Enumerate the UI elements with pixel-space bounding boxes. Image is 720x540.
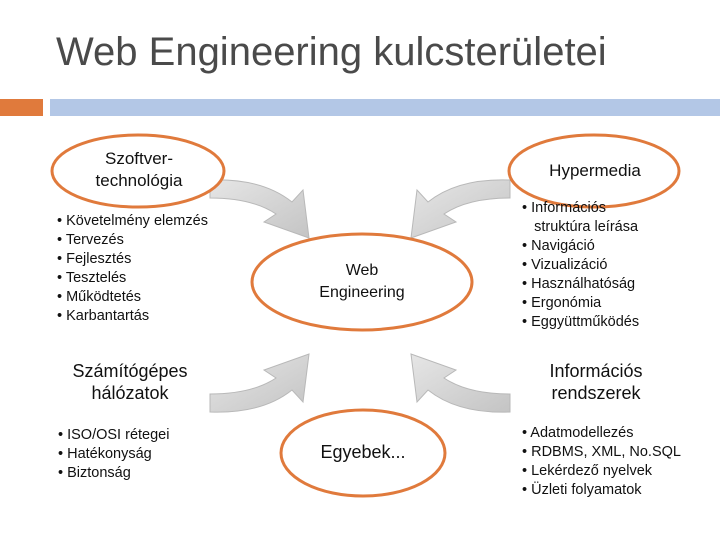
ellipse-szoftver bbox=[50, 133, 226, 209]
label-egyebek: Egyebek... bbox=[320, 442, 406, 462]
list-item: • Adatmodellezés bbox=[522, 425, 634, 441]
list-item: • Navigáció bbox=[522, 238, 595, 254]
list-item: • Hatékonyság bbox=[58, 446, 152, 462]
list-item: • Tesztelés bbox=[57, 270, 127, 286]
list-item: • RDBMS, XML, No.SQL bbox=[522, 444, 681, 460]
ellipse-hypermedia bbox=[507, 133, 681, 209]
list-item: • Eggyüttműködés bbox=[522, 314, 640, 330]
list-item: • Vizualizáció bbox=[522, 257, 608, 273]
list-item: • Lekérdező nyelvek bbox=[522, 463, 653, 479]
list-item: • Tervezés bbox=[57, 232, 124, 248]
list-item: • Működtetés bbox=[57, 289, 142, 305]
ellipse-web-engineering bbox=[250, 232, 474, 332]
ellipse-egyebek bbox=[279, 408, 447, 498]
list-item: • Üzleti folyamatok bbox=[522, 482, 642, 498]
list-item: • Használhatóság bbox=[522, 276, 636, 292]
list-item: struktúra leírása bbox=[522, 219, 639, 235]
list-item: • Információs bbox=[522, 200, 607, 216]
arrow-bottom-left bbox=[209, 353, 310, 413]
list-item: • Karbantartás bbox=[57, 308, 150, 324]
label-hypermedia: Hypermedia bbox=[549, 161, 641, 180]
label-szoftvertechnologia: Szoftver- technológia bbox=[95, 149, 183, 190]
label-web-engineering: Web Engineering bbox=[319, 262, 405, 301]
list-item: • Ergonómia bbox=[522, 295, 602, 311]
arrow-bottom-right bbox=[410, 353, 511, 413]
label-szamitogepes-halozatok: Számítógépes hálózatok bbox=[72, 361, 188, 403]
list-halozatok: • ISO/OSI rétegei • Hatékonyság • Bizton… bbox=[58, 426, 169, 483]
label-informacios-rendszerek: Információs rendszerek bbox=[549, 361, 643, 403]
list-item: • ISO/OSI rétegei bbox=[58, 427, 170, 443]
arrow-top-left bbox=[209, 179, 310, 239]
list-item: • Fejlesztés bbox=[57, 251, 132, 267]
list-item: • Biztonság bbox=[58, 465, 131, 481]
page-title: Web Engineering kulcsterületei bbox=[56, 30, 607, 74]
list-rendszerek: • Adatmodellezés • RDBMS, XML, No.SQL • … bbox=[522, 424, 681, 500]
list-item: • Követelmény elemzés bbox=[57, 213, 208, 229]
arrow-top-right bbox=[410, 179, 511, 239]
list-szoftver: • Követelmény elemzés • Tervezés • Fejle… bbox=[57, 212, 208, 326]
list-hypermedia: • Információs struktúra leírása • Navigá… bbox=[522, 199, 639, 332]
accent-bar-orange bbox=[0, 99, 43, 116]
accent-bar-blue bbox=[50, 99, 720, 116]
